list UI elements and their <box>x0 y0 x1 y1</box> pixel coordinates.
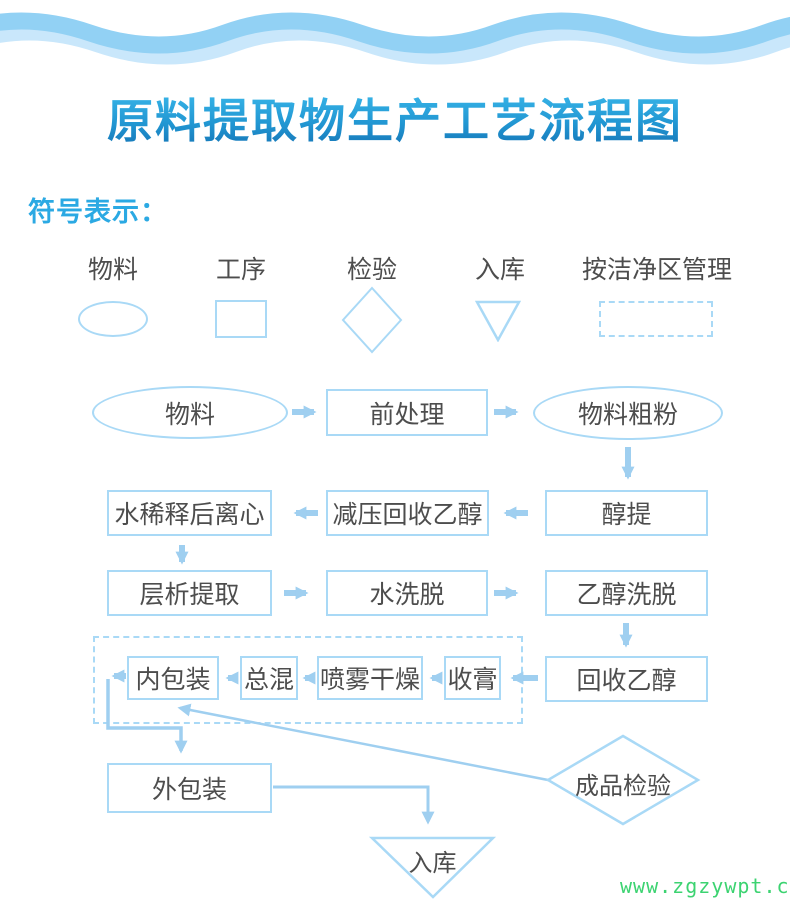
legend-label-material: 物料 <box>87 256 139 284</box>
wave-light-band <box>0 23 790 65</box>
legend-ellipse-icon <box>78 301 148 337</box>
node-inner-packaging: 内包装 <box>127 656 219 700</box>
legend-label-clean-area: 按洁净区管理 <box>581 256 733 284</box>
node-pretreatment: 前处理 <box>326 389 488 436</box>
page-title: 原料提取物生产工艺流程图 <box>0 90 790 152</box>
legend-heading: 符号表示： <box>28 197 168 227</box>
node-spray-drying: 喷雾干燥 <box>317 656 423 700</box>
node-chromatography-extraction: 层析提取 <box>107 570 272 616</box>
legend-label-process: 工序 <box>215 256 267 284</box>
connector-inner-to-outer-packaging <box>106 679 188 754</box>
node-vacuum-ethanol-recovery: 减压回收乙醇 <box>326 490 489 536</box>
node-material: 物料 <box>92 386 288 439</box>
node-paste-collection: 收膏 <box>444 656 501 700</box>
legend-rectangle-icon <box>215 300 267 338</box>
legend-label-inspection: 检验 <box>346 256 398 284</box>
connector-inspection-to-inner-packaging <box>177 703 549 782</box>
inspection-diamond-shape <box>545 734 701 826</box>
node-outer-packaging: 外包装 <box>107 763 272 813</box>
wave-dark-band <box>0 12 790 54</box>
node-ethanol-recovery: 回收乙醇 <box>545 656 708 702</box>
legend-label-storage: 入库 <box>474 256 526 284</box>
connector-outer-packaging-to-warehousing <box>273 785 435 825</box>
node-warehousing: 入库 <box>408 850 457 877</box>
legend-triangle-down-icon <box>475 300 521 342</box>
node-water-elution: 水洗脱 <box>326 570 488 616</box>
node-finished-product-inspection: 成品检验 <box>575 773 671 800</box>
node-coarse-powder: 物料粗粉 <box>533 386 723 440</box>
legend-dashed-rect-icon <box>599 301 713 337</box>
warehousing-triangle-shape <box>368 836 497 899</box>
site-watermark: www.zgzywpt.cn <box>620 874 790 898</box>
node-total-blending: 总混 <box>240 656 298 700</box>
node-ethanol-elution: 乙醇洗脱 <box>545 570 708 616</box>
node-alcohol-extraction: 醇提 <box>545 490 708 536</box>
node-water-dilution-centrifuge: 水稀释后离心 <box>107 490 272 536</box>
legend-diamond-icon <box>341 286 403 354</box>
header-wave-decoration <box>0 12 790 65</box>
